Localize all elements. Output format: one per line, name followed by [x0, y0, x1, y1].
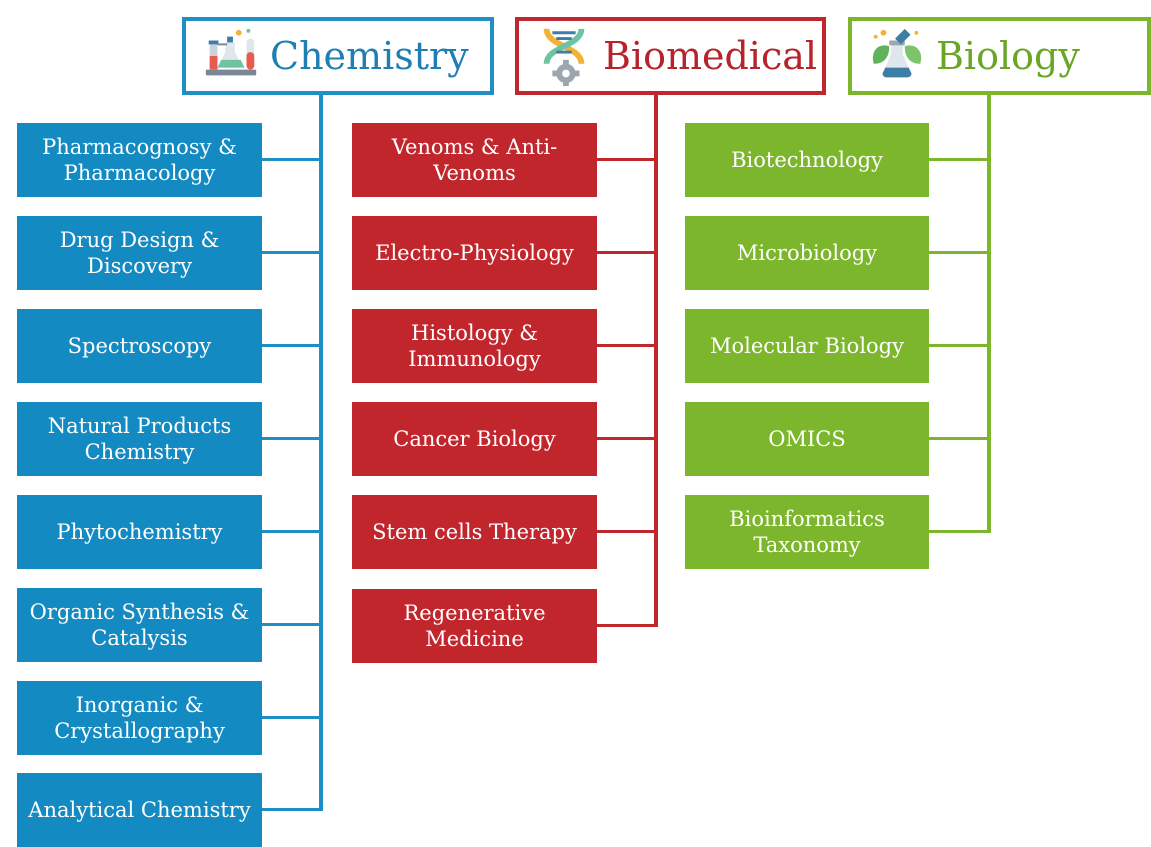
dna-gear-icon — [543, 28, 585, 87]
biomedical-header: Biomedical — [515, 17, 826, 95]
biology-item-label: Biotechnology — [731, 148, 883, 172]
biomedical-branch-line — [597, 437, 657, 440]
biomedical-item-label: Cancer Biology — [393, 427, 556, 451]
biomedical-item-label: Electro-Physiology — [375, 241, 574, 265]
biomedical-item: Venoms & Anti-Venoms — [352, 123, 597, 197]
biomedical-branch-line — [597, 344, 657, 347]
chemistry-item: Spectroscopy — [17, 309, 262, 383]
biomedical-item-label: Histology & Immunology — [408, 321, 541, 371]
biomedical-item-label: Venoms & Anti-Venoms — [391, 135, 558, 185]
biomedical-item-label: Stem cells Therapy — [372, 520, 577, 544]
chemistry-item-label: Phytochemistry — [56, 520, 223, 544]
biology-branch-line — [929, 530, 990, 533]
chemistry-title: Chemistry — [270, 34, 469, 78]
chemistry-branch-line — [262, 251, 322, 254]
chemistry-item-label: Analytical Chemistry — [28, 798, 251, 822]
biology-item: OMICS — [685, 402, 929, 476]
chemistry-item-label: Inorganic & Crystallography — [54, 693, 225, 743]
chemistry-item-label: Drug Design & Discovery — [59, 228, 220, 278]
biology-title: Biology — [936, 34, 1080, 78]
chemistry-item-label: Organic Synthesis & Catalysis — [29, 600, 250, 650]
biomedical-item: Electro-Physiology — [352, 216, 597, 290]
biology-item-label: Microbiology — [736, 241, 878, 265]
chemistry-item: Phytochemistry — [17, 495, 262, 569]
biomedical-item: Regenerative Medicine — [352, 589, 597, 663]
biology-branch-line — [929, 158, 990, 161]
biology-branch-line — [929, 437, 990, 440]
biomedical-branch-line — [597, 624, 657, 627]
biomedical-item: Histology & Immunology — [352, 309, 597, 383]
biomedical-branch-line — [597, 158, 657, 161]
biomedical-branch-line — [597, 251, 657, 254]
chemistry-item: Drug Design & Discovery — [17, 216, 262, 290]
chemistry-header: Chemistry — [182, 17, 494, 95]
chemistry-item: Organic Synthesis & Catalysis — [17, 588, 262, 662]
chemistry-branch-line — [262, 808, 322, 811]
chemistry-branch-line — [262, 344, 322, 347]
chemistry-item-label: Spectroscopy — [67, 334, 212, 358]
biomedical-item: Cancer Biology — [352, 402, 597, 476]
chemistry-branch-line — [262, 158, 322, 161]
biomedical-item-label: Regenerative Medicine — [403, 601, 546, 651]
biology-item: Molecular Biology — [685, 309, 929, 383]
chemistry-item: Analytical Chemistry — [17, 773, 262, 847]
leaf-flask-icon — [872, 28, 922, 78]
chemistry-trunk-line — [319, 95, 323, 811]
biology-branch-line — [929, 251, 990, 254]
biology-header: Biology — [848, 17, 1151, 95]
chemistry-item-label: Natural Products Chemistry — [47, 414, 232, 464]
chemistry-branch-line — [262, 437, 322, 440]
biology-item-label: Molecular Biology — [710, 334, 904, 358]
chemistry-item: Natural Products Chemistry — [17, 402, 262, 476]
biomedical-branch-line — [597, 530, 657, 533]
biomedical-item: Stem cells Therapy — [352, 495, 597, 569]
biology-item: Microbiology — [685, 216, 929, 290]
biology-item: Bioinformatics Taxonomy — [685, 495, 929, 569]
chemistry-branch-line — [262, 530, 322, 533]
biology-branch-line — [929, 344, 990, 347]
chemistry-branch-line — [262, 623, 322, 626]
biology-item: Biotechnology — [685, 123, 929, 197]
biology-item-label: OMICS — [768, 427, 846, 451]
chemistry-branch-line — [262, 716, 322, 719]
chemistry-lab-glassware-icon — [205, 28, 257, 76]
biology-trunk-line — [987, 95, 991, 533]
biomedical-title: Biomedical — [603, 34, 818, 78]
chemistry-item-label: Pharmacognosy & Pharmacology — [42, 135, 237, 185]
chemistry-item: Pharmacognosy & Pharmacology — [17, 123, 262, 197]
biology-item-label: Bioinformatics Taxonomy — [729, 507, 885, 557]
chemistry-item: Inorganic & Crystallography — [17, 681, 262, 755]
biomedical-trunk-line — [654, 95, 658, 627]
